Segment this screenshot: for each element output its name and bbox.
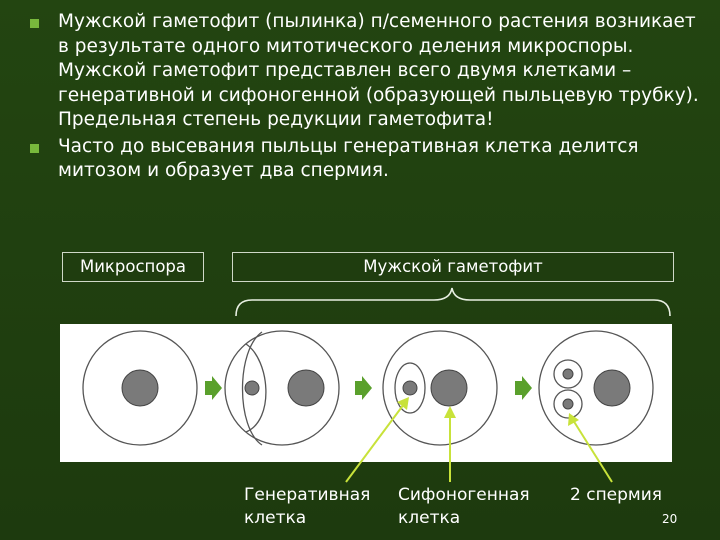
pointer-generative — [345, 397, 409, 483]
arrow-icon — [355, 376, 372, 400]
arrow-icon — [515, 376, 532, 400]
gametophyte-cell — [382, 330, 498, 446]
generative-cell-label: Генеративная клетка — [244, 485, 371, 528]
arrow-icon — [205, 376, 222, 400]
curly-brace — [235, 287, 671, 317]
siphonogenous-cell-label: Сифоногенная клетка — [398, 485, 530, 528]
square-bullet-icon — [30, 19, 39, 28]
bullet-item: Часто до высевания пыльцы генеративная к… — [30, 135, 710, 184]
bullet-list: Мужской гаметофит (пылинка) п/семенного … — [30, 10, 710, 186]
gametophyte-label-box: Мужской гаметофит — [232, 252, 674, 282]
microspore-label-box: Микроспора — [62, 252, 204, 282]
page-number: 20 — [662, 512, 678, 526]
bullet-text: Часто до высевания пыльцы генеративная к… — [58, 135, 639, 182]
pointer-sperm — [568, 413, 613, 483]
bullet-text: Мужской гаметофит (пылинка) п/семенного … — [58, 11, 699, 130]
sperm-cells-label: 2 спермия — [570, 485, 663, 505]
mature-pollen-cell — [538, 330, 654, 446]
square-bullet-icon — [30, 143, 39, 153]
pointer-siphonogenous — [444, 406, 456, 482]
microspore-cell — [82, 330, 198, 446]
bullet-item: Мужской гаметофит (пылинка) п/семенного … — [30, 10, 710, 133]
dividing-cell — [224, 330, 340, 446]
